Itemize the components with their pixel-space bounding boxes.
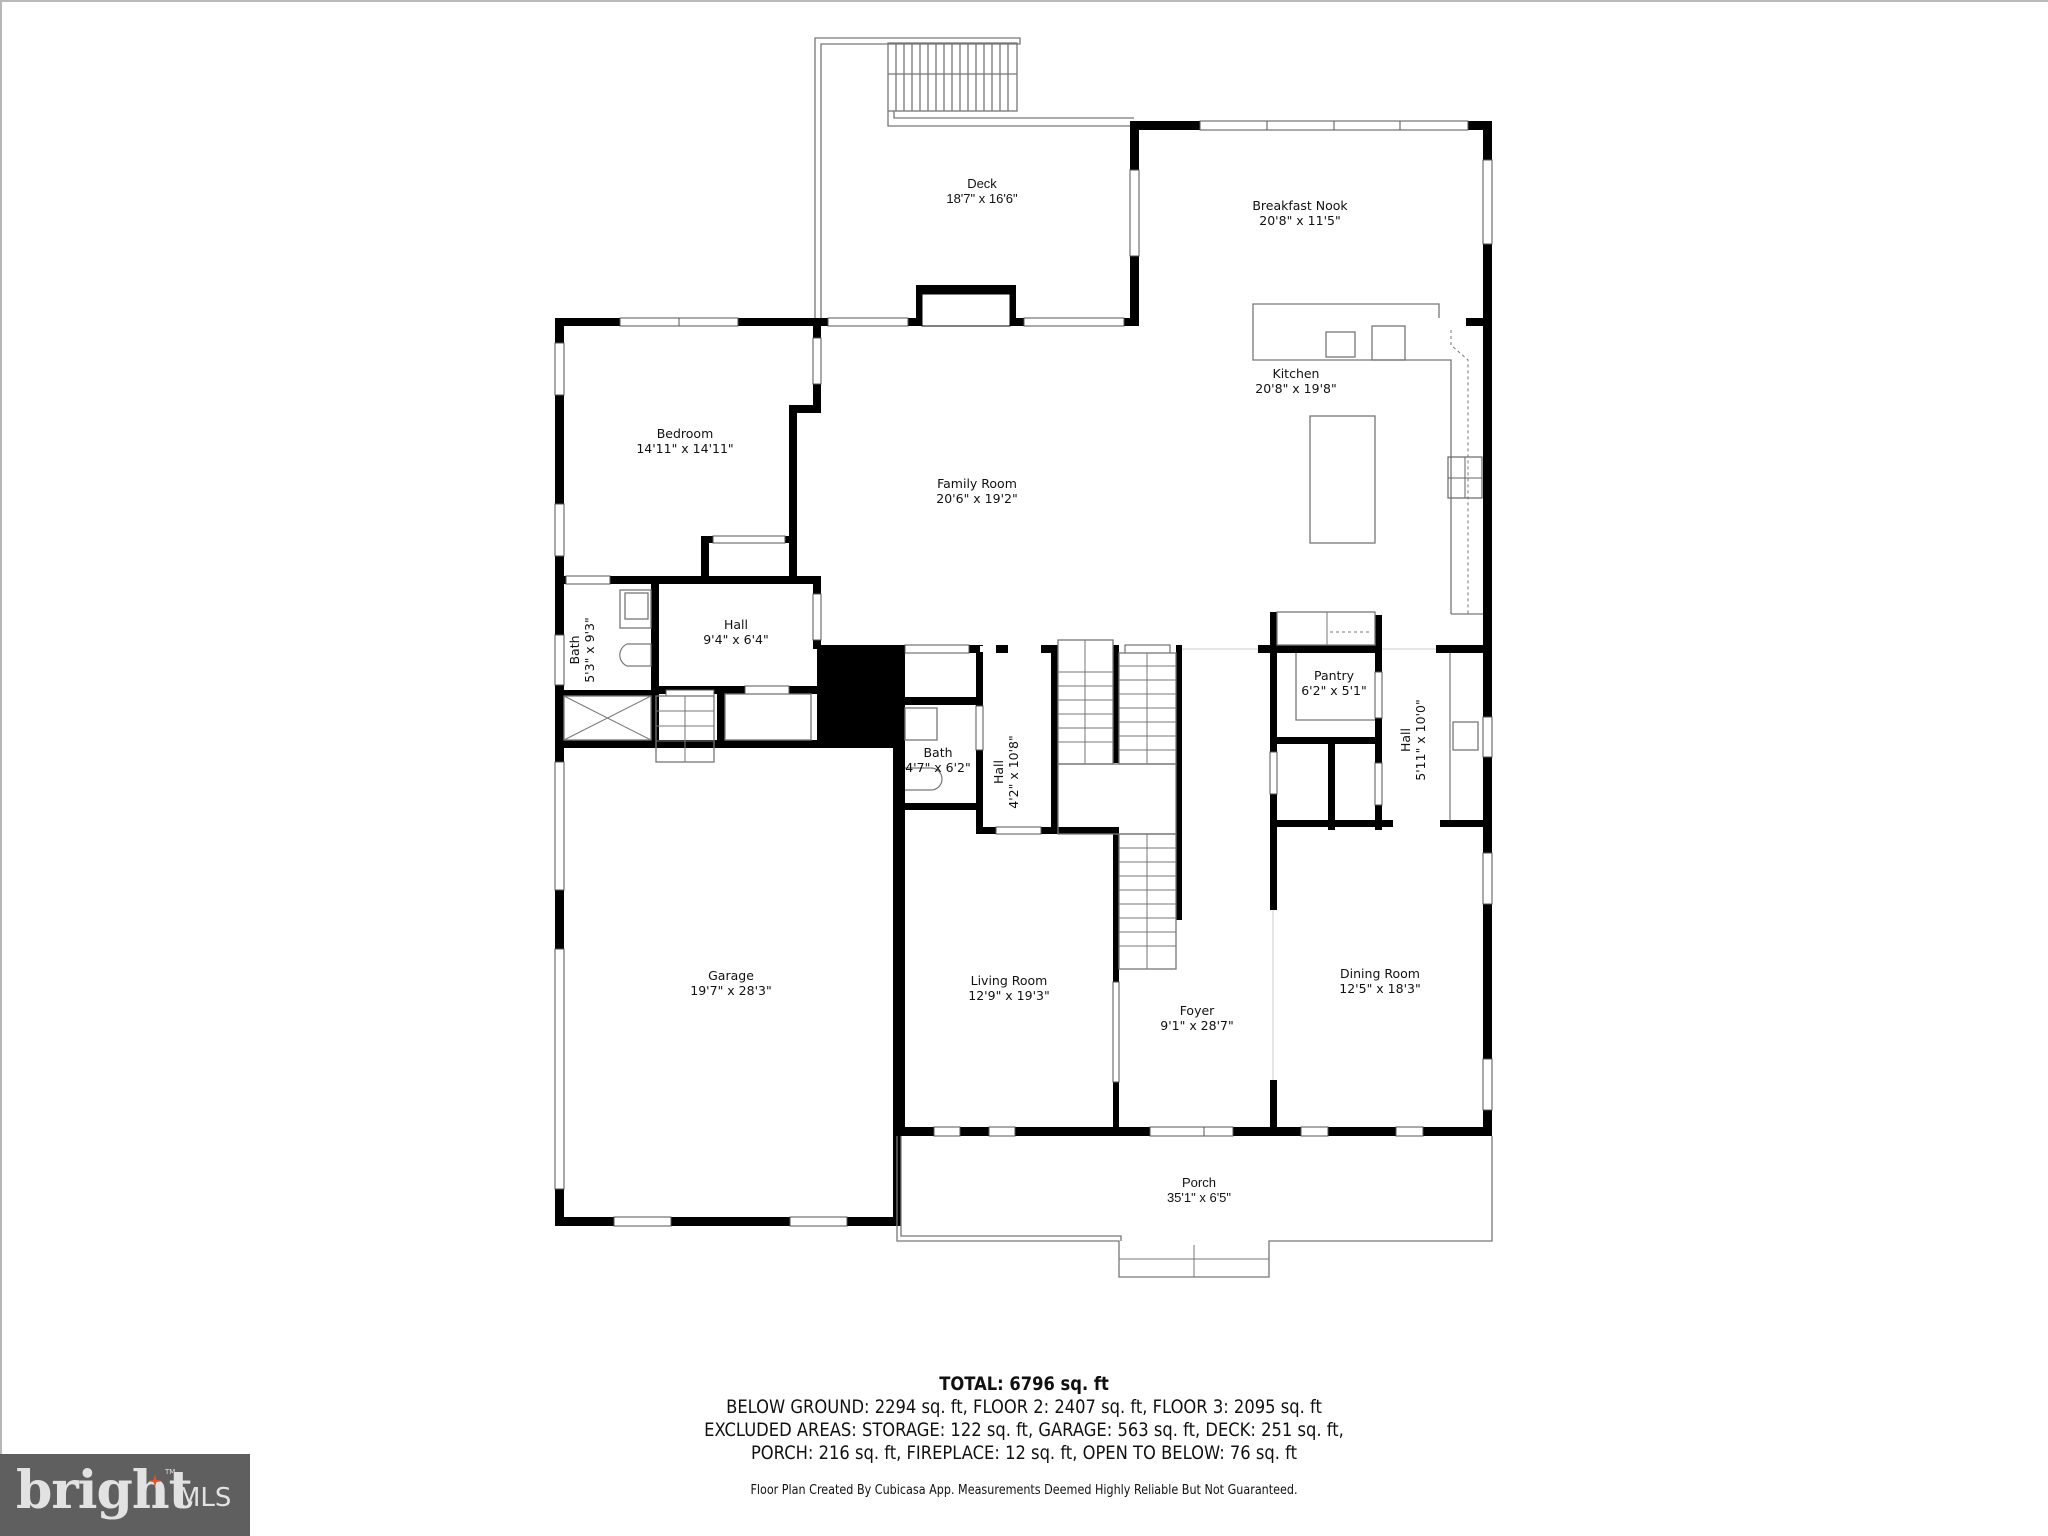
room-dims-bedroom: 14'11" x 14'11" bbox=[636, 441, 733, 456]
room-dims-hall-3: 5'11" x 10'0" bbox=[1413, 699, 1428, 780]
excluded-areas-line: EXCLUDED AREAS: STORAGE: 122 sq. ft, GAR… bbox=[704, 1419, 1344, 1441]
room-dims-kitchen: 20'8" x 19'8" bbox=[1255, 381, 1336, 396]
room-dims-bath-2: 4'7" x 6'2" bbox=[905, 760, 971, 775]
room-dims-living-room: 12'9" x 19'3" bbox=[968, 988, 1049, 1003]
room-name-pantry: Pantry bbox=[1314, 668, 1355, 683]
room-name-family-room: Family Room bbox=[937, 476, 1017, 491]
logo-brand-text: bright bbox=[16, 1460, 193, 1521]
room-dims-deck: 18'7" x 16'6" bbox=[946, 191, 1018, 206]
logo-mls-text: MLS bbox=[178, 1483, 232, 1513]
room-name-foyer: Foyer bbox=[1180, 1003, 1215, 1018]
room-dims-hall-2: 4'2" x 10'8" bbox=[1006, 735, 1021, 808]
room-name-deck: Deck bbox=[967, 176, 997, 191]
room-labels: Deck 18'7" x 16'6" Breakfast Nook 20'8" … bbox=[567, 176, 1428, 1205]
deck-outline bbox=[814, 37, 1134, 322]
room-name-hall-3: Hall bbox=[1398, 728, 1413, 752]
trademark-mark: TM bbox=[165, 1468, 176, 1476]
room-dims-garage: 19'7" x 28'3" bbox=[690, 983, 771, 998]
bright-mls-logo: bright TM MLS bbox=[0, 1454, 250, 1536]
room-name-hall-2: Hall bbox=[991, 760, 1006, 784]
room-dims-family-room: 20'6" x 19'2" bbox=[936, 491, 1017, 506]
floor-areas-line: BELOW GROUND: 2294 sq. ft, FLOOR 2: 2407… bbox=[726, 1396, 1322, 1418]
room-name-hall-1: Hall bbox=[724, 617, 748, 632]
room-name-garage: Garage bbox=[708, 968, 754, 983]
room-name-living-room: Living Room bbox=[971, 973, 1048, 988]
excluded-areas-line-2: PORCH: 216 sq. ft, FIREPLACE: 12 sq. ft,… bbox=[750, 1442, 1298, 1464]
room-dims-hall-1: 9'4" x 6'4" bbox=[703, 632, 769, 647]
total-area: TOTAL: 6796 sq. ft bbox=[939, 1373, 1109, 1395]
fixtures bbox=[563, 303, 1493, 1278]
room-name-bath-1: Bath bbox=[567, 635, 582, 664]
room-name-porch: Porch bbox=[1182, 1175, 1216, 1190]
room-name-breakfast-nook: Breakfast Nook bbox=[1252, 198, 1348, 213]
room-name-bedroom: Bedroom bbox=[657, 426, 714, 441]
sparkle-icon bbox=[148, 1474, 162, 1488]
room-dims-porch: 35'1" x 6'5" bbox=[1167, 1190, 1231, 1205]
disclaimer: Floor Plan Created By Cubicasa App. Meas… bbox=[750, 1483, 1298, 1498]
room-name-dining-room: Dining Room bbox=[1340, 966, 1420, 981]
room-dims-dining-room: 12'5" x 18'3" bbox=[1339, 981, 1420, 996]
room-name-bath-2: Bath bbox=[923, 745, 952, 760]
room-dims-foyer: 9'1" x 28'7" bbox=[1160, 1018, 1233, 1033]
room-name-kitchen: Kitchen bbox=[1273, 366, 1320, 381]
room-dims-breakfast-nook: 20'8" x 11'5" bbox=[1259, 213, 1340, 228]
room-dims-bath-1: 5'3" x 9'3" bbox=[582, 617, 597, 683]
room-dims-pantry: 6'2" x 5'1" bbox=[1301, 683, 1367, 698]
windows bbox=[554, 120, 1493, 1227]
